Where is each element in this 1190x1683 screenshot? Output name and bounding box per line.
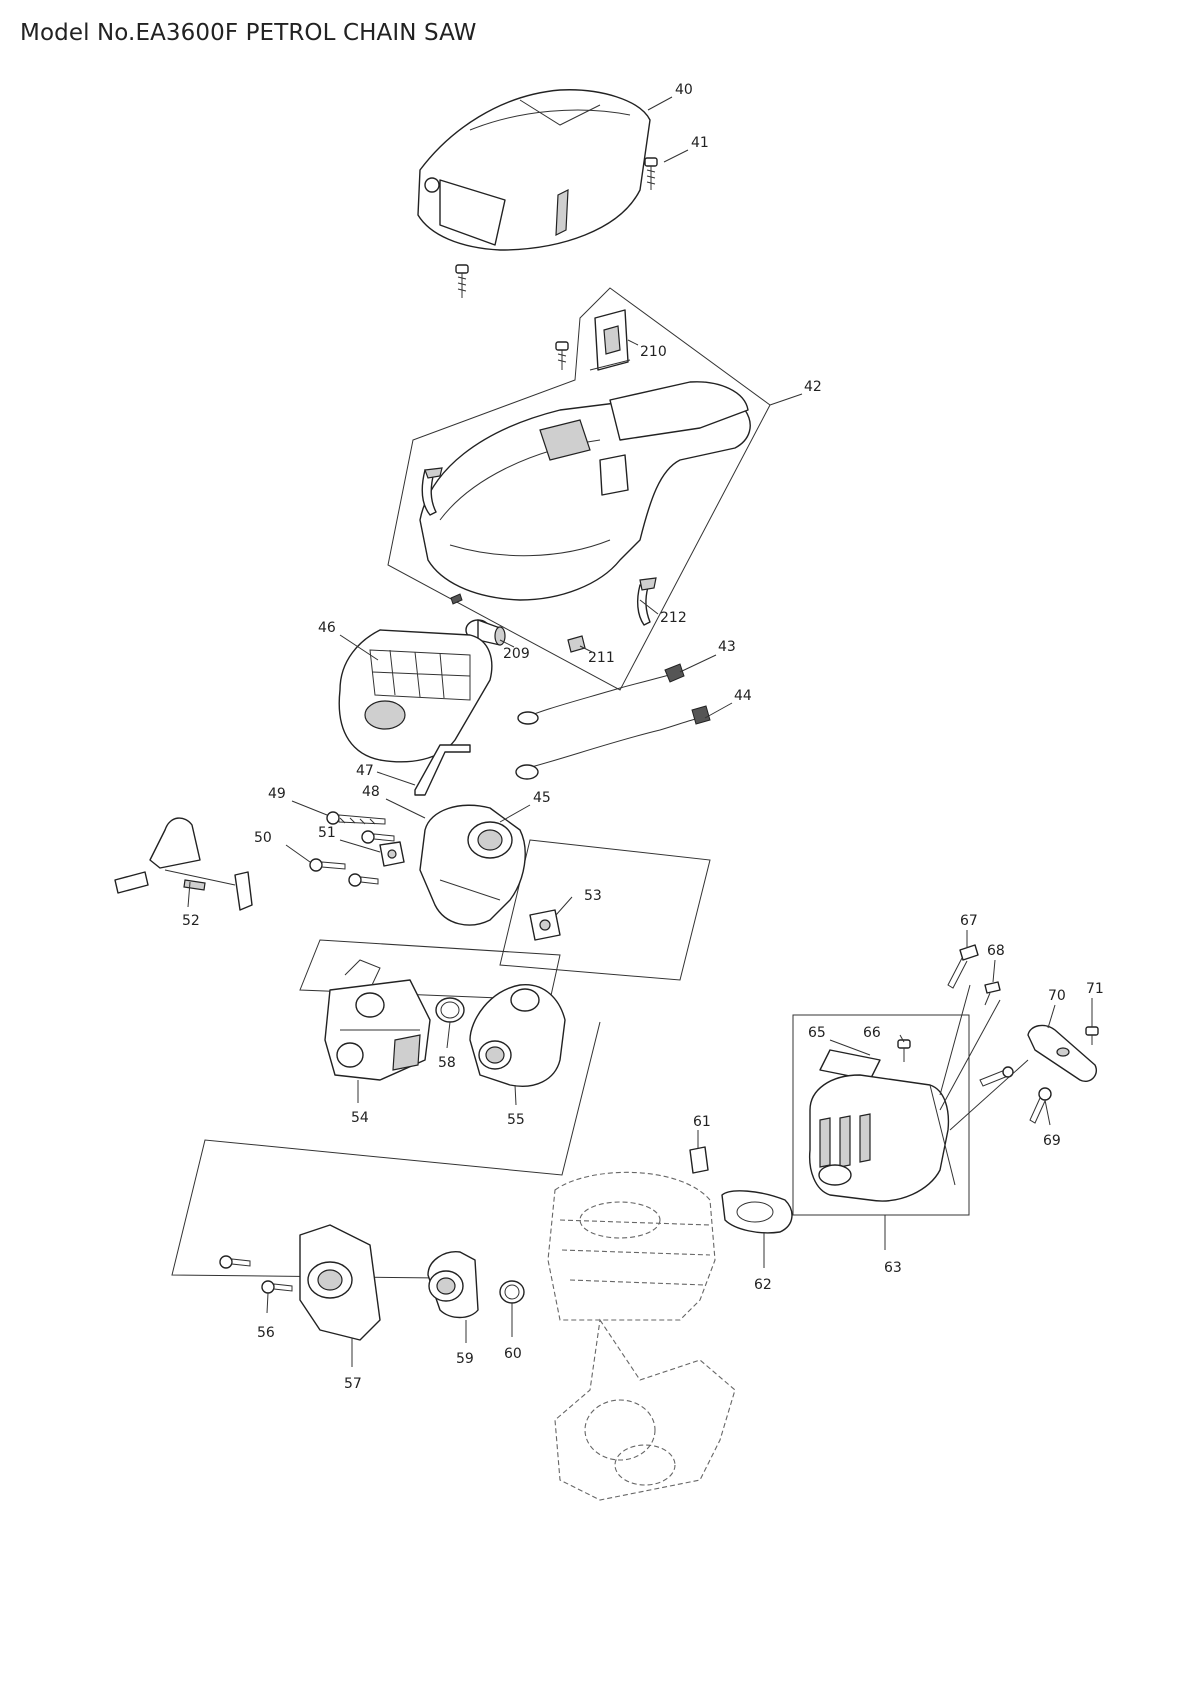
bolt-51-lower[interactable] <box>348 873 379 887</box>
part-211-pad[interactable] <box>567 635 586 653</box>
callout-60: 60 <box>504 1346 522 1362</box>
frame-manifold-group <box>171 1021 601 1279</box>
part-69-bolt-lower[interactable] <box>1029 1087 1052 1124</box>
engine-reference-outline <box>547 1171 736 1501</box>
callout-67: 67 <box>960 913 978 929</box>
callout-47: 47 <box>356 763 374 779</box>
callout-65: 65 <box>808 1025 826 1041</box>
screw-middle[interactable] <box>555 341 569 370</box>
part-43-cable[interactable] <box>517 663 685 725</box>
part-55-insulator[interactable] <box>469 984 566 1087</box>
callout-68: 68 <box>987 943 1005 959</box>
part-212-clip-right[interactable] <box>636 577 657 626</box>
callout-63: 63 <box>884 1260 902 1276</box>
callout-211: 211 <box>588 650 615 666</box>
callout-54: 54 <box>351 1110 369 1126</box>
part-42-housing[interactable] <box>419 381 751 601</box>
part-45-intake[interactable] <box>419 804 526 926</box>
callout-46: 46 <box>318 620 336 636</box>
callout-212: 212 <box>660 610 687 626</box>
part-48-49-bolts[interactable] <box>326 811 386 825</box>
callout-57: 57 <box>344 1376 362 1392</box>
callout-49: 49 <box>268 786 286 802</box>
screw-upper[interactable] <box>455 264 469 298</box>
part-66-screw[interactable] <box>897 1039 911 1062</box>
part-57-shield[interactable] <box>299 1224 381 1341</box>
callout-40: 40 <box>675 82 693 98</box>
part-51-cap[interactable] <box>379 841 405 867</box>
part-52-throttle-shaft[interactable] <box>114 817 253 911</box>
frame-63-group <box>792 1014 970 1216</box>
part-62-gasket[interactable] <box>721 1190 793 1234</box>
frame-42-group <box>387 287 771 691</box>
page-title: Model No.EA3600F PETROL CHAIN SAW <box>20 20 477 46</box>
part-70-plate[interactable] <box>1027 1024 1097 1082</box>
part-210-bracket[interactable] <box>589 309 631 371</box>
part-68-screw[interactable] <box>984 981 1001 1006</box>
part-61-sleeve[interactable] <box>689 1146 709 1174</box>
bolt-51-upper[interactable] <box>361 830 395 844</box>
part-56-bolt-lower[interactable] <box>261 1280 293 1294</box>
callout-44: 44 <box>734 688 752 704</box>
callout-62: 62 <box>754 1277 772 1293</box>
part-56-bolt-upper[interactable] <box>219 1255 251 1269</box>
callout-45: 45 <box>533 790 551 806</box>
callout-48: 48 <box>362 784 380 800</box>
callout-labels: 40 41 210 42 212 209 211 43 44 46 47 48 … <box>182 82 1104 1392</box>
part-53-cap[interactable] <box>529 909 561 941</box>
callout-42: 42 <box>804 379 822 395</box>
leader-lines <box>187 96 1093 1367</box>
part-63-muffler[interactable] <box>808 1074 956 1202</box>
part-44-cable[interactable] <box>515 705 711 780</box>
part-41-screw[interactable] <box>644 157 658 190</box>
callout-209: 209 <box>503 646 530 662</box>
callout-61: 61 <box>693 1114 711 1130</box>
part-212-clip-left[interactable] <box>421 467 443 516</box>
callout-56: 56 <box>257 1325 275 1341</box>
callout-53: 53 <box>584 888 602 904</box>
callout-70: 70 <box>1048 988 1066 1004</box>
callout-66: 66 <box>863 1025 881 1041</box>
callout-59: 59 <box>456 1351 474 1367</box>
part-40-top-cover[interactable] <box>417 89 651 251</box>
callout-58: 58 <box>438 1055 456 1071</box>
part-60-ring[interactable] <box>499 1280 525 1304</box>
callout-210: 210 <box>640 344 667 360</box>
part-54-carburetor[interactable] <box>324 959 431 1081</box>
callout-69: 69 <box>1043 1133 1061 1149</box>
callout-41: 41 <box>691 135 709 151</box>
part-59-manifold[interactable] <box>427 1251 479 1319</box>
part-71-screw[interactable] <box>1085 1026 1099 1045</box>
callout-50: 50 <box>254 830 272 846</box>
part-47-bracket[interactable] <box>414 744 471 796</box>
callout-52: 52 <box>182 913 200 929</box>
part-58-ring[interactable] <box>435 997 465 1023</box>
part-50-bolt[interactable] <box>309 858 346 872</box>
part-67-bolt[interactable] <box>947 944 979 989</box>
frame-45-group <box>499 839 711 981</box>
callout-55: 55 <box>507 1112 525 1128</box>
part-46-air-filter[interactable] <box>338 629 493 763</box>
callout-51: 51 <box>318 825 336 841</box>
small-pin[interactable] <box>450 593 463 605</box>
callout-43: 43 <box>718 639 736 655</box>
callout-71: 71 <box>1086 981 1104 997</box>
part-69-bolt-upper[interactable] <box>979 1066 1014 1087</box>
